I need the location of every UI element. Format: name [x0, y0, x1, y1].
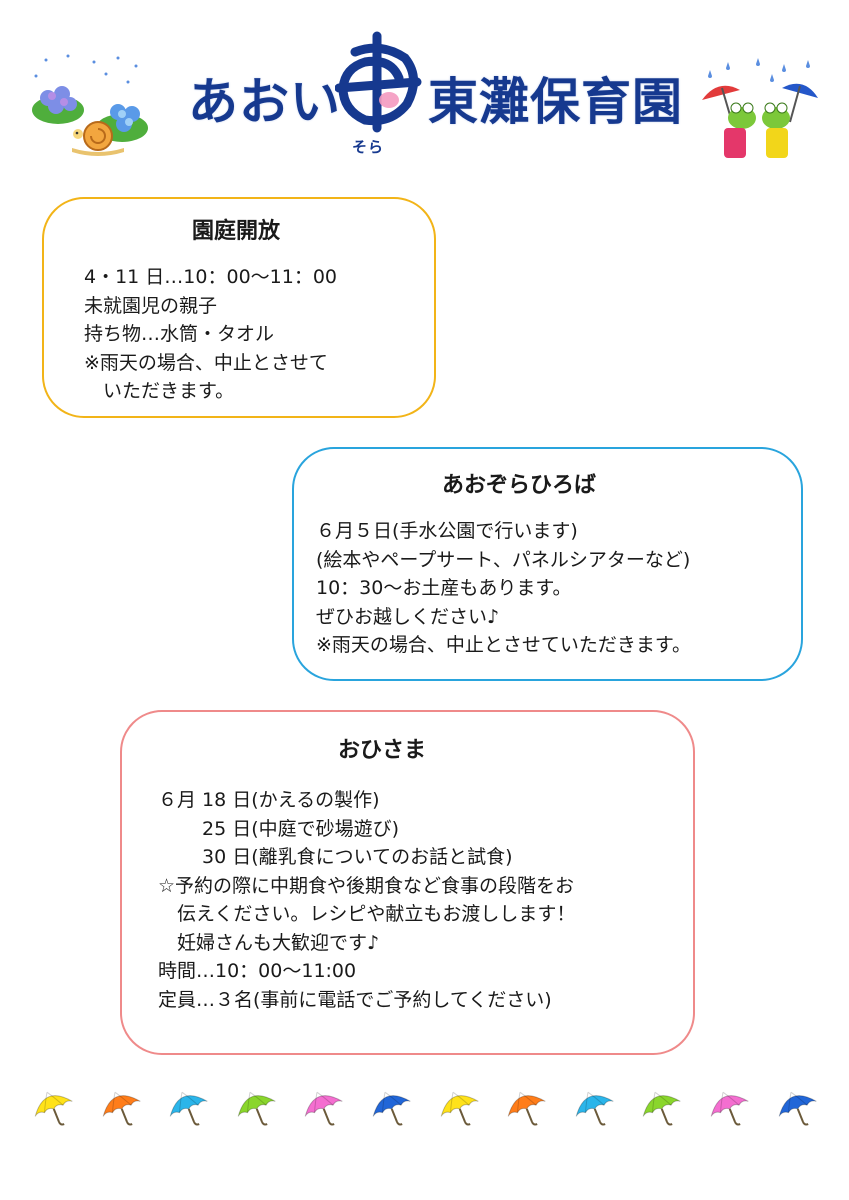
sora-logo-icon: [335, 31, 422, 133]
section-title: あおぞらひろば: [442, 473, 597, 498]
umbrella-icon: [34, 1091, 73, 1126]
text-line: 未就園児の親子: [84, 294, 218, 317]
umbrella-icon: [778, 1091, 817, 1126]
text-line: ぜひお越しください♪: [316, 605, 500, 628]
hydrangea-snail-icon: [32, 54, 148, 156]
umbrella-icon: [102, 1091, 141, 1126]
text-line: (絵本やペープサート、パネルシアターなど): [316, 548, 691, 571]
umbrella-icon: [575, 1091, 614, 1126]
umbrella-icon: [169, 1091, 208, 1126]
umbrella-icon: [643, 1091, 681, 1126]
section-title: おひさま: [338, 738, 427, 763]
text-line: 30 日(離乳食についてのお話と試食): [158, 846, 513, 868]
section-title: 園庭開放: [192, 219, 281, 244]
umbrella-icon: [372, 1091, 411, 1126]
text-line: 時間…10：00～11:00: [158, 960, 357, 982]
text-line: 持ち物…水筒・タオル: [84, 323, 275, 345]
logo-subtitle: そら: [352, 138, 385, 156]
text-line: 10：30～お土産もあります。: [316, 577, 572, 599]
text-line: ６月 18 日(かえるの製作): [158, 789, 380, 811]
text-line: ６月５日(手水公園で行います): [316, 520, 578, 542]
umbrella-icon: [305, 1091, 343, 1126]
section-body: ６月５日(手水公園で行います) (絵本やペープサート、パネルシアターなど) 10…: [316, 517, 691, 660]
text-line: ※雨天の場合、中止とさせていただきます。: [316, 634, 692, 656]
section-body: ６月 18 日(かえるの製作) 25 日(中庭で砂場遊び) 30 日(離乳食につ…: [158, 786, 575, 1014]
text-line: いただきます。: [84, 380, 235, 402]
text-line: ☆予約の際に中期食や後期食など食事の段階をお: [158, 874, 575, 897]
text-line: 定員…３名(事前に電話でご予約してください): [158, 988, 552, 1011]
section-aozora-hiroba: あおぞらひろば ６月５日(手水公園で行います) (絵本やペープサート、パネルシア…: [292, 447, 803, 681]
umbrella-icon: [507, 1091, 546, 1126]
logo-text-aoi: あおい: [185, 70, 344, 135]
section-garden-open: 園庭開放 4・11 日…10：00～11：00 未就園児の親子 持ち物…水筒・タ…: [42, 197, 436, 418]
section-ohisama: おひさま ６月 18 日(かえるの製作) 25 日(中庭で砂場遊び) 30 日(…: [120, 710, 695, 1055]
umbrella-icon: [710, 1091, 749, 1126]
text-line: 4・11 日…10：00～11：00: [84, 266, 338, 288]
text-line: 25 日(中庭で砂場遊び): [158, 817, 400, 840]
frogs-umbrella-icon: [702, 58, 818, 158]
text-line: 伝えください。レシピや献立もお渡しします！: [158, 903, 576, 925]
umbrella-icon: [440, 1091, 479, 1126]
umbrella-icon: [237, 1091, 276, 1126]
text-line: 妊婦さんも大歓迎です♪: [158, 931, 380, 954]
section-body: 4・11 日…10：00～11：00 未就園児の親子 持ち物…水筒・タオル ※雨…: [84, 263, 337, 406]
umbrella-border: [0, 1085, 849, 1135]
text-line: ※雨天の場合、中止とさせて: [84, 351, 328, 374]
logo-text-school-name: 東灘保育園: [425, 70, 686, 135]
header: あおい そら 東灘保育園: [0, 0, 849, 185]
